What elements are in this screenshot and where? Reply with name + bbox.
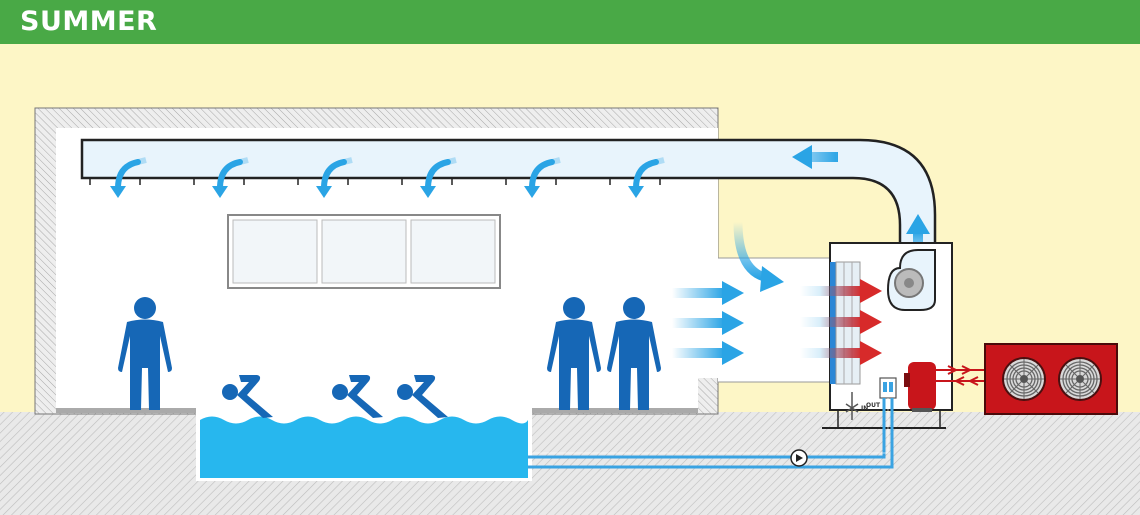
season-title: SUMMER bbox=[20, 6, 158, 37]
return-air-arrow bbox=[733, 221, 784, 292]
fan-icon bbox=[886, 249, 936, 311]
outdoor-unit bbox=[984, 343, 1118, 415]
intake-airflow bbox=[672, 281, 744, 365]
refrigerant-lines bbox=[936, 365, 988, 386]
header-band: SUMMER bbox=[0, 0, 1140, 44]
pool bbox=[196, 413, 532, 481]
compressor-icon bbox=[904, 362, 936, 412]
water-pipes bbox=[528, 398, 894, 469]
hvac-diagram: IN OUT bbox=[0, 107, 1140, 515]
window bbox=[227, 214, 501, 289]
supply-arrow-left bbox=[792, 145, 838, 169]
heated-airflow bbox=[800, 279, 882, 365]
pipe-in-label: IN bbox=[861, 405, 868, 412]
pipe-out-label: OUT bbox=[866, 402, 881, 409]
dehumidifier-unit: IN OUT bbox=[822, 242, 953, 429]
pump-icon bbox=[790, 449, 808, 467]
ground bbox=[0, 412, 1140, 515]
